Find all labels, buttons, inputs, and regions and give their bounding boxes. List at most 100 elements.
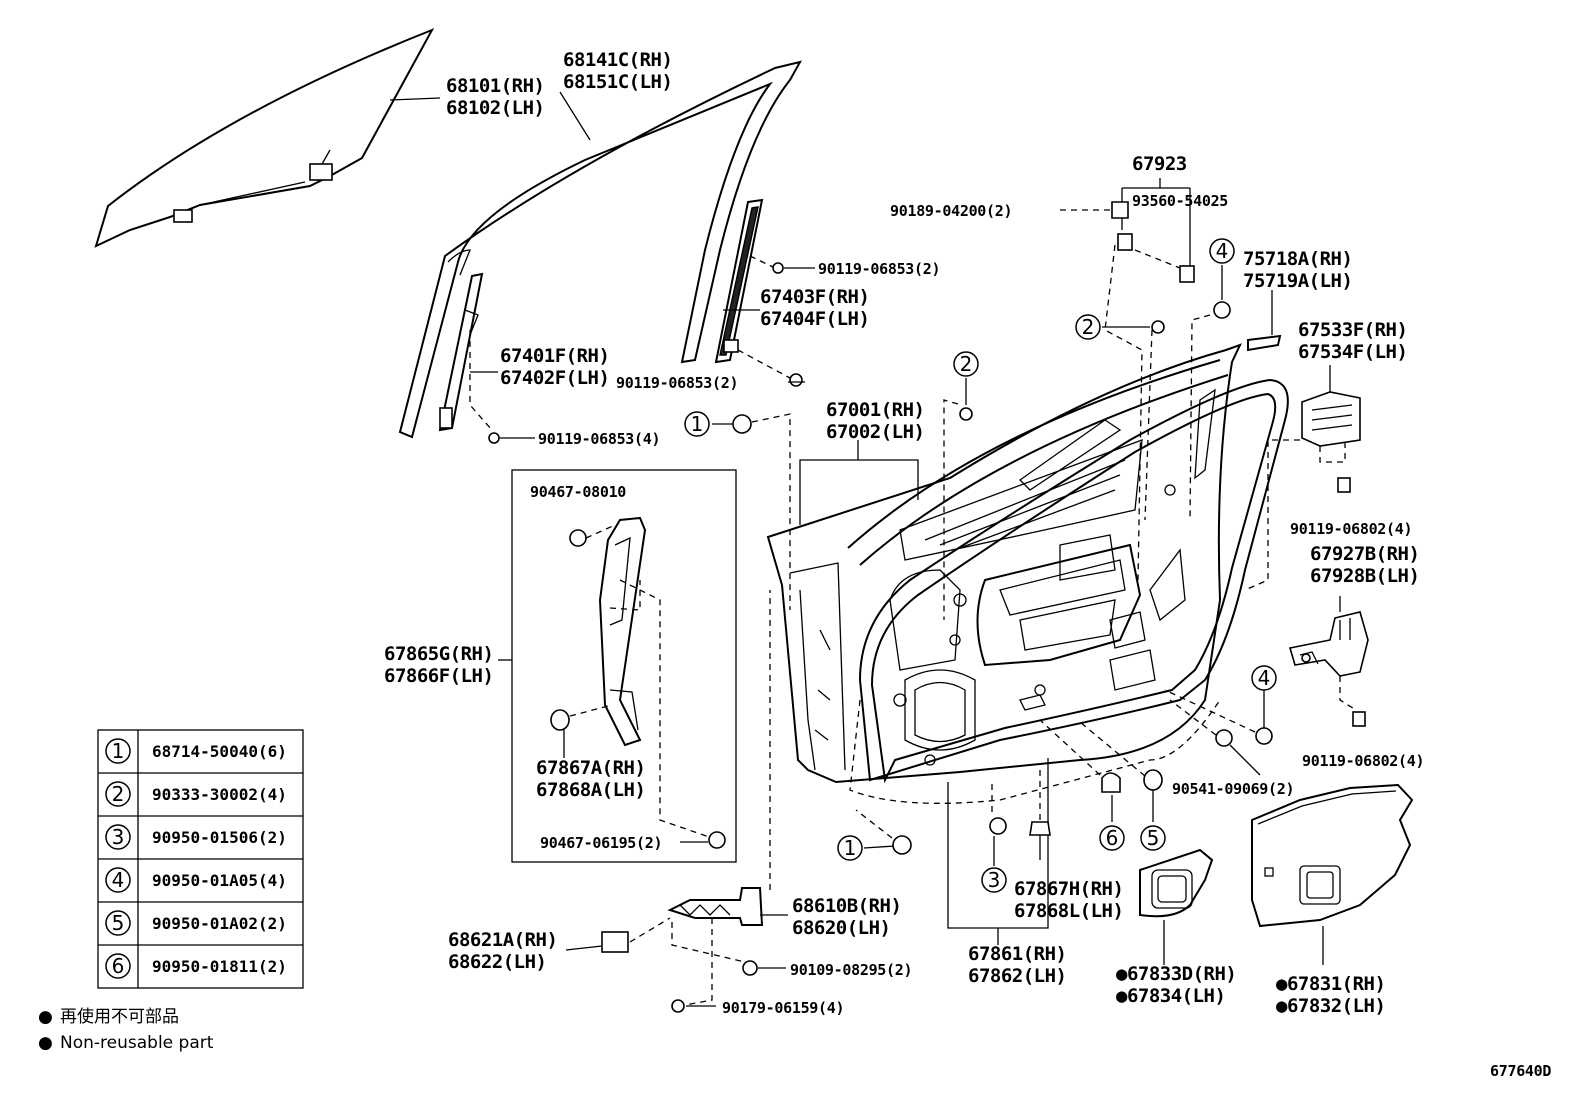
callout-6: 6: [1099, 825, 1125, 851]
callout-4: 4: [1209, 238, 1235, 264]
front-bracket: [550, 516, 726, 849]
svg-text:2: 2: [960, 352, 973, 376]
label-service-cover-lh: ●67832(LH): [1276, 995, 1385, 1017]
fastener-bracket-bolt-top: 90467-08010: [530, 483, 626, 501]
key-table-part: 90950-01811(2): [152, 957, 287, 976]
key-table-row: 3 90950-01506(2): [105, 824, 287, 850]
svg-text:2: 2: [1082, 315, 1095, 339]
plug-90541: [1169, 699, 1261, 776]
callout-5: 5: [1140, 825, 1166, 851]
fastener-bracket-bolt-bottom: 90467-06195(2): [540, 834, 662, 852]
label-division-bar-rear-lh: 67404F(LH): [760, 308, 869, 330]
legend-en: Non-reusable part: [60, 1033, 214, 1053]
svg-text:6: 6: [1106, 826, 1119, 850]
fastener-plug-90541: 90541-09069(2): [1172, 780, 1294, 798]
svg-text:4: 4: [1258, 666, 1271, 690]
label-hinge-clip-rh: 67867H(RH): [1014, 878, 1123, 900]
key-table-part: 68714-50040(6): [152, 742, 287, 761]
label-check-cover-rh: 68621A(RH): [448, 929, 557, 951]
key-table-row: 4 90950-01A05(4): [105, 867, 287, 893]
screw-c: [488, 432, 535, 444]
plug-2-right: [1102, 320, 1165, 521]
callout-1: 1: [837, 835, 863, 861]
fastener-screw-c: 90119-06853(4): [538, 430, 660, 448]
trim-cover: [1139, 848, 1214, 965]
retainer-group: [1060, 178, 1195, 581]
key-table-key: 5: [112, 911, 125, 935]
legend-bullet-en: ●: [38, 1033, 53, 1053]
label-hole-plug-bracket-rh: 67927B(RH): [1310, 543, 1419, 565]
legend-jp: 再使用不可部品: [60, 1006, 179, 1027]
plug-6: [1039, 719, 1121, 822]
label-door-panel-rh: 67001(RH): [826, 399, 924, 421]
plug-4-bottom: [1164, 689, 1273, 745]
svg-text:1: 1: [844, 836, 857, 860]
label-weatherstrip-lh: 67862(LH): [968, 965, 1066, 987]
leader-window-glass: [389, 97, 441, 101]
label-hinge-clip-lh: 67868L(LH): [1014, 900, 1123, 922]
callout-4: 4: [1251, 665, 1277, 691]
label-trim-cover-rh: ●67833D(RH): [1116, 963, 1236, 985]
protector: [1244, 365, 1361, 591]
weatherstrip: [858, 378, 1289, 784]
callout-2: 2: [1075, 314, 1101, 340]
plug-1-top: [712, 413, 791, 610]
fastener-bracket-bolt: 90119-06802(4): [1302, 752, 1424, 770]
glass-run: [398, 60, 802, 439]
label-outer-frame-rh: 75718A(RH): [1243, 248, 1352, 270]
service-cover: [1251, 783, 1414, 965]
leader-glass-run: [559, 91, 591, 141]
key-table-part: 90950-01506(2): [152, 828, 287, 847]
svg-text:4: 4: [1216, 239, 1229, 263]
label-outer-frame-lh: 75719A(LH): [1243, 270, 1352, 292]
callout-3: 3: [981, 867, 1007, 893]
key-table-key: 6: [112, 954, 125, 978]
door-panel: [766, 343, 1242, 784]
bracket-door-panel: [799, 459, 919, 525]
key-table-key: 2: [112, 782, 125, 806]
label-division-bar-front-rh: 67401F(RH): [500, 345, 609, 367]
svg-text:1: 1: [691, 412, 704, 436]
label-front-bracket-lh: 67866F(LH): [384, 665, 493, 687]
fastener-screw-b: 90119-06853(2): [616, 374, 738, 392]
division-front-dash: [469, 330, 493, 431]
key-table-part: 90950-01A05(4): [152, 871, 287, 890]
label-glass-run-lh: 68151C(LH): [563, 71, 672, 93]
label-window-glass-lh: 68102(LH): [446, 97, 544, 119]
plug-3: [989, 780, 1007, 866]
screw-a: [749, 255, 815, 274]
key-table-part: 90333-30002(4): [152, 785, 287, 804]
label-service-cover-rh: ●67831(RH): [1276, 973, 1385, 995]
legend-bullet-jp: ●: [38, 1007, 53, 1027]
label-weatherstrip-rh: 67861(RH): [968, 943, 1066, 965]
front-bracket-box: [511, 469, 737, 863]
callout-2: 2: [953, 351, 979, 377]
key-table-key: 3: [112, 825, 125, 849]
key-table-key: 1: [112, 739, 125, 763]
outer-frame: [1247, 334, 1282, 352]
label-retainer-group: 67923: [1132, 153, 1187, 175]
leader-check-cover: [565, 945, 603, 951]
fastener-check-nut: 90179-06159(4): [722, 999, 844, 1017]
label-check-assy-rh: 68610B(RH): [792, 895, 901, 917]
label-front-bracket-rh: 67865G(RH): [384, 643, 493, 665]
label-window-glass-rh: 68101(RH): [446, 75, 544, 97]
screw-b: [737, 349, 805, 387]
svg-text:3: 3: [988, 868, 1001, 892]
hole-plug-bracket: [1288, 596, 1369, 727]
plug-2-left: [943, 378, 973, 620]
svg-text:5: 5: [1147, 826, 1160, 850]
label-hole-plug-bracket-lh: 67928B(LH): [1310, 565, 1419, 587]
fastener-screw-a: 90119-06853(2): [818, 260, 940, 278]
plug-1-bottom: [855, 809, 912, 855]
label-division-bar-rear-rh: 67403F(RH): [760, 286, 869, 308]
label-door-panel-lh: 67002(LH): [826, 421, 924, 443]
plug-4-top: [1189, 265, 1231, 521]
callout-1: 1: [684, 411, 710, 437]
label-retainer-clip: 93560-54025: [1132, 192, 1228, 210]
division-bar-rear: [714, 198, 764, 364]
key-table-key: 4: [112, 868, 125, 892]
